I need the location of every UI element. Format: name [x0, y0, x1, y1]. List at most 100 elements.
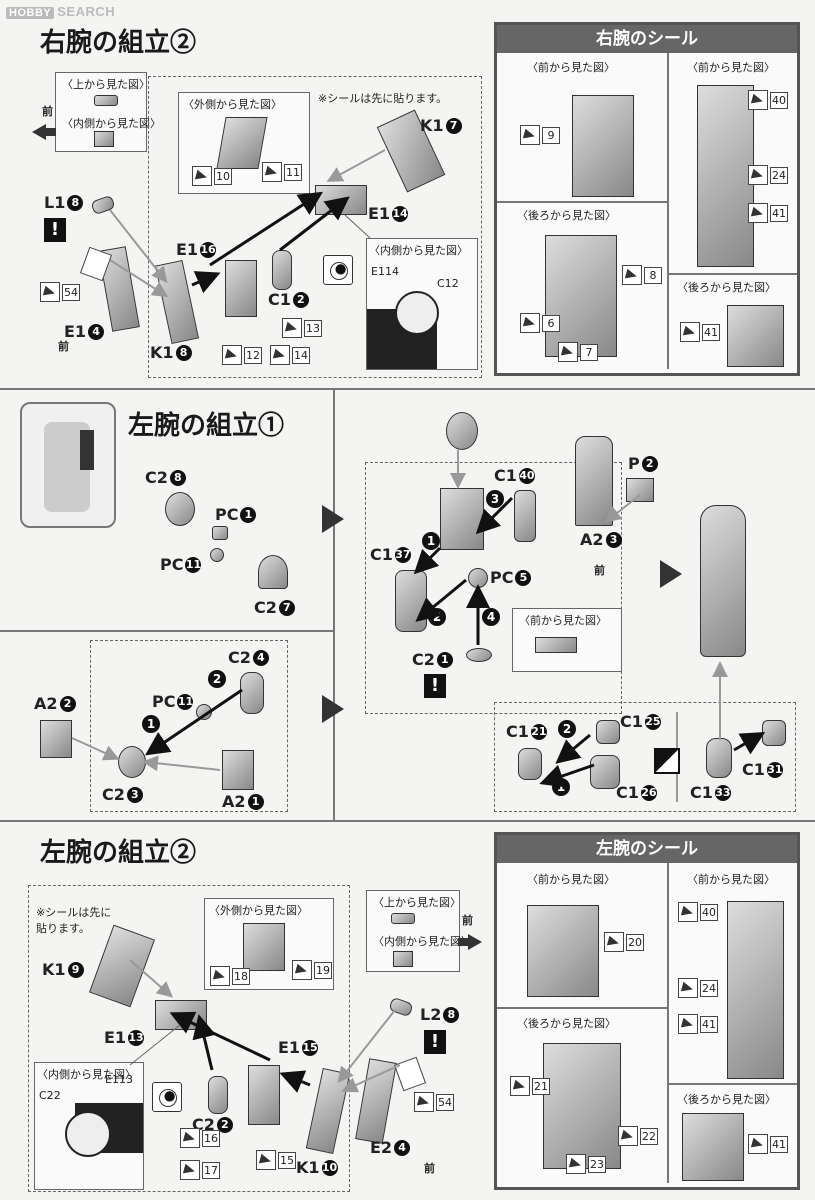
- sticker-22: 22: [618, 1126, 658, 1146]
- view-box-inner: 〈内側から見た図〉 E114 C12: [366, 238, 478, 370]
- part-c1-21: [518, 748, 542, 780]
- view-box-inner: 〈内側から見た図〉 C22 E113: [34, 1062, 144, 1190]
- part-e1-15: [248, 1065, 280, 1125]
- part-pc1: [212, 526, 228, 540]
- step-1-marker: 1: [422, 532, 440, 550]
- part-c2-4: [240, 672, 264, 714]
- assembly-area-c23: [90, 640, 288, 812]
- sticker-6: 6: [520, 313, 560, 333]
- sticker-18: 18: [210, 966, 250, 986]
- assembly-arrows-left-2: [129, 959, 401, 1093]
- assembly-area-hands: [494, 702, 796, 812]
- part-preview: [543, 1043, 621, 1169]
- sticker-24: 24: [748, 165, 788, 185]
- part-preview: [393, 951, 413, 967]
- part-label: C22: [39, 1089, 61, 1102]
- part-a2-2: [40, 720, 72, 758]
- part-preview: [697, 85, 754, 267]
- step-2-marker: 2: [208, 670, 226, 688]
- sticker-21: 21: [510, 1076, 550, 1096]
- sticker-54: 54: [40, 282, 80, 302]
- part-c2-2: [208, 1076, 228, 1114]
- part-preview: [94, 95, 118, 106]
- part-a2-1: [222, 750, 254, 790]
- sticker-13: 13: [282, 318, 322, 338]
- part-c2-7: [258, 555, 288, 589]
- zoom-circle: [395, 291, 439, 335]
- part-c1-40: [514, 490, 536, 542]
- part-preview: [727, 901, 784, 1079]
- assembly-arrows: [109, 149, 386, 298]
- arrow-right-icon: [468, 934, 482, 950]
- sticker-17: 17: [180, 1160, 220, 1180]
- swap-icon: [654, 748, 680, 774]
- assembly-area-right: [148, 76, 482, 378]
- part-c1: [272, 250, 292, 290]
- sticker-7: 7: [558, 342, 598, 362]
- step-1-marker: 1: [142, 715, 160, 733]
- sticker-19: 19: [292, 960, 332, 980]
- part-preview: [682, 1113, 744, 1181]
- part-c1-33: [706, 738, 732, 778]
- sticker-12: 12: [222, 345, 262, 365]
- view-box-front: 〈前から見た図〉: [512, 608, 622, 672]
- section-title-left-arm-1: 左腕の組立①: [128, 411, 285, 441]
- hole-marker-icon: [323, 255, 353, 285]
- divider: [333, 390, 335, 820]
- panel-title: 左腕のシール: [497, 835, 797, 863]
- caution-icon: !: [44, 218, 66, 242]
- part-label: E113: [105, 1073, 133, 1086]
- assembly-arrows-left-1: [71, 450, 766, 788]
- sticker-41b: 41: [680, 322, 720, 342]
- section-title-left-arm-2: 左腕の組立②: [40, 838, 197, 868]
- section-title-right-arm-2: 右腕の組立②: [40, 28, 197, 58]
- sticker-40: 40: [678, 902, 718, 922]
- arrow-left-icon: [32, 124, 46, 140]
- step-2-marker: 2: [558, 720, 576, 738]
- sticker-9: 9: [520, 125, 560, 145]
- part-c2-1: [466, 648, 492, 662]
- caution-icon: !: [424, 674, 446, 698]
- part-label: E114: [371, 265, 399, 278]
- panel-title: 右腕のシール: [497, 25, 797, 53]
- section-divider: [0, 820, 815, 822]
- sticker-11: 11: [262, 162, 302, 182]
- part-preview: [243, 923, 285, 971]
- part-preview: [94, 131, 114, 147]
- section-divider: [0, 388, 815, 390]
- part-preview: [527, 905, 599, 997]
- divider: [0, 630, 333, 632]
- part-e1-16: [225, 260, 257, 317]
- sticker-41: 41: [678, 1014, 718, 1034]
- part-preview: [572, 95, 634, 197]
- view-box-top: 〈上から見た図〉 〈内側から見た図〉: [55, 72, 161, 152]
- part-preview: [535, 637, 577, 653]
- part-preview: [727, 305, 784, 367]
- part-preview: [391, 913, 415, 924]
- assembled-left-arm: [700, 505, 746, 657]
